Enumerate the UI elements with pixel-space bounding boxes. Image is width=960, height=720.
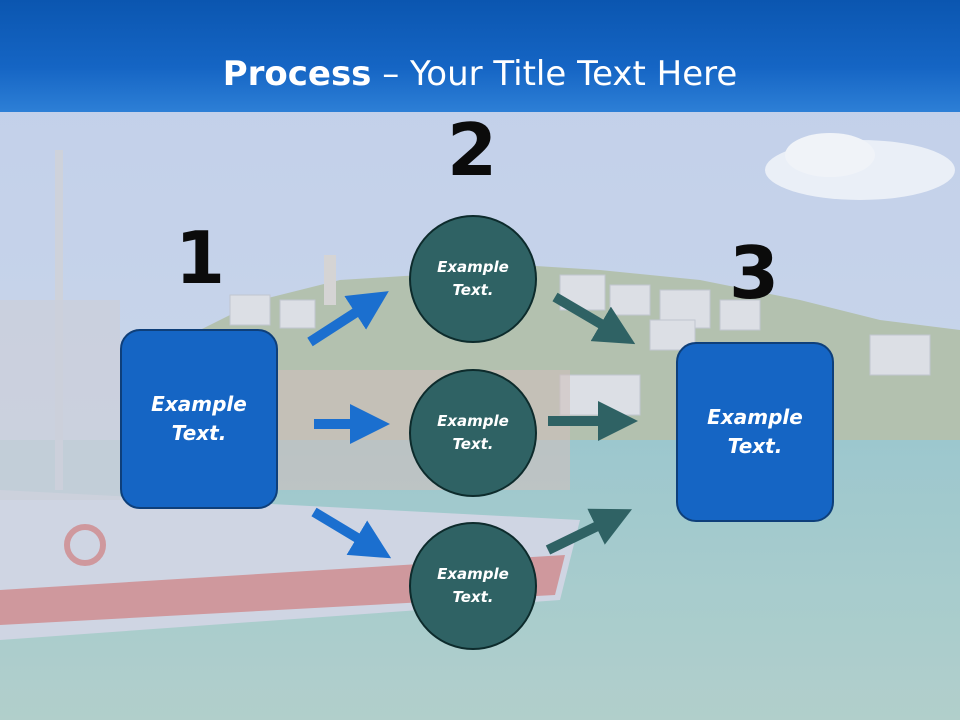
arrow-1-to-2-bottom [311,507,392,559]
step-2-circle-top: Example Text. [409,215,537,343]
step-2-circle-bottom: Example Text. [409,522,537,650]
step-number-3: 3 [728,231,780,315]
arrow-2-bottom-to-3 [545,508,632,555]
arrow-1-to-2-top [307,291,389,347]
step-number-2: 2 [446,108,498,192]
step-2-circle-top-text: Example Text. [437,258,509,299]
step-3-text: Example Text. [707,405,803,458]
title-bar [0,0,960,112]
step-1-text: Example Text. [151,392,247,445]
step-3-box: Example Text. [676,342,834,522]
arrow-2-top-to-3 [552,292,636,345]
step-2-circle-middle-text: Example Text. [437,412,509,453]
step-2-circle-bottom-text: Example Text. [437,565,509,606]
title-rest: – Your Title Text Here [371,54,738,94]
step-2-circle-middle: Example Text. [409,369,537,497]
step-1-box: Example Text. [120,329,278,509]
page-title: Process – Your Title Text Here [0,52,960,96]
title-bold: Process [222,54,372,94]
step-number-1: 1 [174,216,226,300]
